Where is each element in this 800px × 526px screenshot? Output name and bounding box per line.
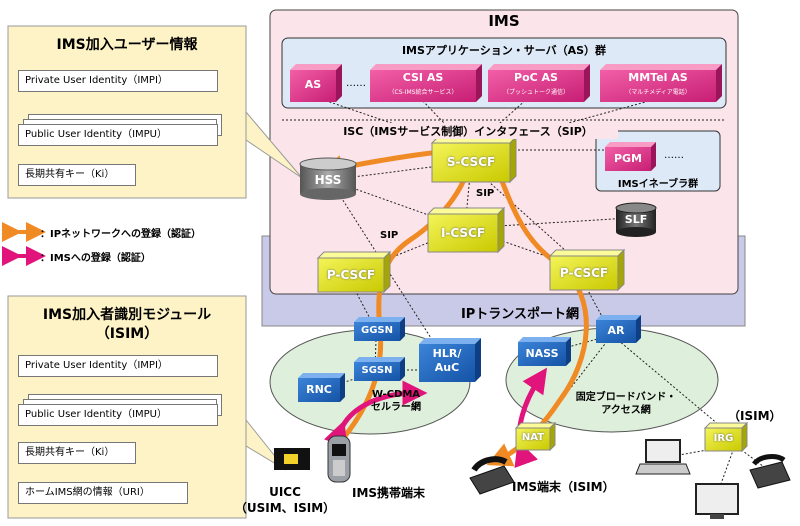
irg-isim-label: （ISIM） <box>728 409 782 423</box>
mmtel-as-sub: （マルチメディア電話） <box>625 89 691 96</box>
i-cscf-node <box>426 206 506 254</box>
isim-title: IMS加入者識別モジュール <box>42 307 212 323</box>
subscriber-impu: Public User Identity（IMPU） <box>18 124 218 146</box>
slf-database <box>615 202 657 237</box>
irg-node <box>703 421 749 453</box>
p-cscf-right-node <box>548 248 626 292</box>
fixed-network-label: 固定ブロードバンド・ アクセス網 <box>575 392 677 416</box>
isim-home-uri: ホームIMS網の情報（URI） <box>18 482 188 504</box>
fixed-terminal-label: IMS端末（ISIM） <box>512 480 615 494</box>
ims-title: IMS <box>488 12 520 30</box>
csi-as-label: CSI AS <box>402 71 444 84</box>
ggsn-node <box>354 317 405 341</box>
enabler-group-title: IMSイネーブラ群 <box>617 179 699 190</box>
p-cscf-left-node <box>316 250 392 294</box>
p-cscf-left-label: P-CSCF <box>326 268 376 282</box>
nass-label: NASS <box>525 347 559 360</box>
mmtel-as-node <box>600 64 722 102</box>
pgm-label: PGM <box>613 152 643 165</box>
poc-as-node <box>488 64 590 102</box>
as-node <box>290 64 342 102</box>
hlr-node <box>419 338 481 382</box>
csi-as-sub: （CS-IMS統合サービス） <box>388 89 458 96</box>
wcdma-network-label: W-CDMA セルラー網 <box>371 389 421 413</box>
enabler-ellipsis: …… <box>664 150 684 161</box>
subscriber-impi: Private User Identity（IMPI） <box>18 70 218 92</box>
subscriber-info-title: IMS加入ユーザー情報 <box>56 37 198 53</box>
mmtel-as-label: MMTel AS <box>628 71 688 84</box>
laptop-icon <box>635 439 691 475</box>
mobile-phone-icon <box>327 435 351 483</box>
fixed-phone-icon <box>469 456 515 495</box>
uicc-label: UICC （USIM、ISIM） <box>234 485 336 515</box>
isim-subtitle: （ISIM） <box>95 326 159 342</box>
legend-ip-registration: ：IPネットワークへの登録（認証） <box>40 229 202 240</box>
sip-label-left: SIP <box>380 230 399 241</box>
poc-as-label: PoC AS <box>514 71 558 84</box>
mobile-terminal-label: IMS携帯端末 <box>352 486 426 500</box>
rnc-node <box>298 373 345 402</box>
legend-ims-registration: ：IMSへの登録（認証） <box>40 253 151 264</box>
slf-label: SLF <box>624 213 648 226</box>
ggsn-label: GGSN <box>361 325 393 336</box>
home-phone-icon <box>749 454 791 489</box>
as-ellipsis: …… <box>346 78 366 89</box>
isc-interface-label: ISC（IMSサービス制御）インタフェース（SIP） <box>318 123 618 139</box>
s-cscf-label: S-CSCF <box>446 155 496 169</box>
csi-as-node <box>370 64 482 102</box>
nat-label: NAT <box>521 432 545 443</box>
as-group-title: IMSアプリケーション・サーバ（AS）群 <box>401 44 607 57</box>
hss-label: HSS <box>314 173 342 187</box>
rnc-label: RNC <box>306 383 332 396</box>
sip-label-vertical: SIP <box>476 188 495 199</box>
sgsn-node <box>354 357 405 381</box>
isim-ki: 長期共有キー（Ki） <box>18 442 136 464</box>
nass-node <box>518 337 571 366</box>
i-cscf-label: I-CSCF <box>440 226 486 240</box>
subscriber-ki: 長期共有キー（Ki） <box>18 164 136 186</box>
irg-label: IRG <box>713 433 734 444</box>
hss-database <box>299 157 357 200</box>
ar-label: AR <box>607 324 625 337</box>
ip-transport-title: IPトランスポート網 <box>460 307 580 322</box>
poc-as-sub: （プッシュトーク通信） <box>502 89 569 96</box>
p-cscf-right-label: P-CSCF <box>559 266 609 280</box>
sgsn-label: SGSN <box>361 365 393 376</box>
s-cscf-node <box>430 135 518 184</box>
ar-node <box>596 315 641 343</box>
tv-icon <box>695 483 739 519</box>
as-label: AS <box>304 78 322 91</box>
isim-impu: Public User Identity（IMPU） <box>18 404 218 426</box>
isim-impi: Private User Identity（IMPI） <box>18 355 218 377</box>
pgm-node <box>605 142 656 171</box>
hlr-auc-label: HLR/ AuC <box>432 347 462 374</box>
nat-node <box>514 421 557 452</box>
uicc-chip-icon <box>274 448 310 470</box>
